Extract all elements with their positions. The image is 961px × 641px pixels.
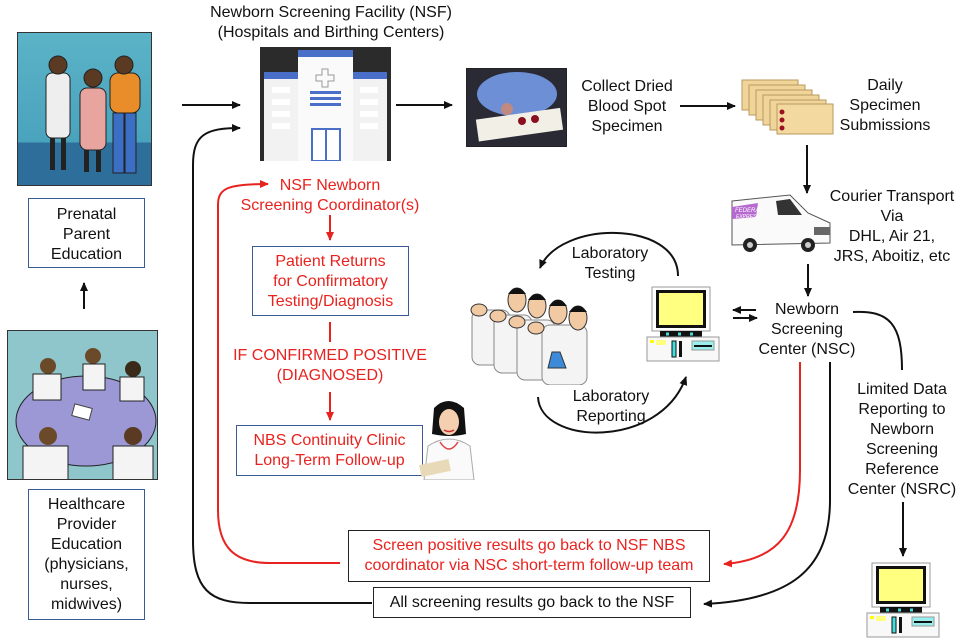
nsf-title: Newborn Screening Facility (NSF) (Hospit…	[195, 3, 467, 43]
confirmed-positive-label: IF CONFIRMED POSITIVE (DIAGNOSED)	[225, 346, 435, 386]
patient-returns-line2: for Confirmatory	[273, 273, 388, 290]
screen-positive-line2: coordinator via NSC short-term follow-up…	[364, 557, 694, 574]
patient-returns-line3: Testing/Diagnosis	[267, 293, 394, 310]
daily-submissions-label: Daily Specimen Submissions	[830, 76, 940, 136]
arrow-nsc-to-nsrc	[852, 310, 903, 371]
provider-line2: Provider	[56, 516, 117, 533]
blood-spot-collection-photo	[466, 68, 567, 147]
prenatal-line3: Education	[50, 246, 123, 263]
collect-line2: Blood Spot	[587, 98, 667, 115]
nsrc-line2: Reporting to	[858, 401, 946, 418]
nsrc-line6: Center (NSRC)	[847, 481, 957, 498]
coordinator-line2: Screening Coordinator(s)	[240, 197, 420, 214]
nsc-line3: Center (NSC)	[758, 341, 856, 358]
provider-line4: (physicians,	[44, 556, 129, 573]
daily-line3: Submissions	[839, 117, 931, 134]
arrow-laboratory-reporting	[537, 376, 688, 434]
all-results-label: All screening results go back to the NSF	[389, 594, 675, 611]
collect-line3: Specimen	[591, 118, 663, 135]
courier-line3: DHL, Air 21,	[848, 228, 936, 245]
arrow-all-results-to-nsf	[192, 124, 372, 604]
provider-meeting-image	[7, 330, 158, 480]
coordinator-line1: NSF Newborn	[279, 177, 381, 194]
continuity-line1: NBS Continuity Clinic	[253, 432, 406, 449]
nsc-line2: Screening	[770, 321, 844, 338]
courier-line2: Via	[880, 208, 904, 225]
lab-computer-icon	[646, 285, 721, 363]
meeting-illustration-icon	[15, 348, 157, 479]
continuity-line2: Long-Term Follow-up	[254, 452, 405, 469]
nsrc-label: Limited Data Reporting to Newborn Screen…	[840, 380, 961, 500]
nsf-title-line1: Newborn Screening Facility (NSF)	[210, 4, 452, 21]
provider-line3: Education	[50, 536, 123, 553]
lab-reporting-line1: Laboratory	[572, 388, 650, 405]
arrow-nsc-to-all-results	[703, 362, 831, 608]
prenatal-education-box: Prenatal Parent Education	[28, 198, 145, 268]
collect-line1: Collect Dried	[581, 78, 673, 95]
prenatal-line1: Prenatal	[56, 206, 117, 223]
laboratory-testing-label: Laboratory Testing	[560, 244, 660, 284]
laboratory-reporting-label: Laboratory Reporting	[561, 387, 661, 427]
prenatal-line2: Parent	[62, 226, 111, 243]
screen-positive-box: Screen positive results go back to NSF N…	[348, 530, 710, 582]
arrow-laboratory-testing	[539, 232, 679, 277]
provider-line5: nurses,	[60, 576, 113, 593]
collect-specimen-label: Collect Dried Blood Spot Specimen	[577, 77, 677, 137]
confirmed-line1: IF CONFIRMED POSITIVE	[233, 347, 427, 364]
nsf-coordinator-label: NSF Newborn Screening Coordinator(s)	[235, 176, 425, 216]
screen-positive-line1: Screen positive results go back to NSF N…	[372, 537, 686, 554]
courier-line4: JRS, Aboitiz, etc	[833, 248, 951, 265]
provider-education-box: Healthcare Provider Education (physician…	[28, 489, 145, 620]
nsrc-line5: Reference	[865, 461, 939, 478]
arrow-nsc-to-screen-positive	[723, 362, 801, 568]
prenatal-family-image	[17, 32, 152, 186]
patient-returns-box: Patient Returns for Confirmatory Testing…	[252, 246, 409, 316]
lab-scientists-image	[462, 280, 612, 385]
all-results-box: All screening results go back to the NSF	[373, 587, 691, 618]
nsrc-computer-icon	[866, 561, 941, 639]
family-illustration-icon	[45, 55, 141, 174]
arrow-screen-positive-to-coordinator	[217, 180, 340, 564]
van-logo-line2: EXPRESS	[736, 214, 760, 220]
confirmed-line2: (DIAGNOSED)	[276, 367, 384, 384]
nsrc-line3: Newborn	[869, 421, 935, 438]
courier-line1: Courier Transport	[829, 188, 955, 205]
patient-returns-line1: Patient Returns	[275, 253, 386, 270]
van-logo-line1: FEDERAL	[735, 208, 763, 214]
daily-line2: Specimen	[849, 97, 921, 114]
specimen-cards-icon	[740, 78, 836, 138]
lab-testing-line2: Testing	[584, 265, 636, 282]
lab-testing-line1: Laboratory	[571, 245, 649, 262]
nsc-line1: Newborn	[774, 301, 840, 318]
lab-reporting-line2: Reporting	[576, 408, 646, 425]
nsc-label: Newborn Screening Center (NSC)	[752, 300, 862, 360]
courier-van-image: FEDERAL EXPRESS	[728, 193, 834, 259]
nsrc-line4: Screening	[865, 441, 939, 458]
provider-line1: Healthcare	[47, 496, 126, 513]
daily-line1: Daily	[867, 77, 903, 94]
nurse-illustration-image	[418, 400, 480, 480]
continuity-clinic-box: NBS Continuity Clinic Long-Term Follow-u…	[236, 425, 423, 476]
nsrc-line1: Limited Data	[857, 381, 947, 398]
hospital-building-icon	[260, 47, 391, 161]
courier-transport-label: Courier Transport Via DHL, Air 21, JRS, …	[822, 187, 961, 267]
provider-line6: midwives)	[50, 596, 123, 613]
nsf-title-line2: (Hospitals and Birthing Centers)	[217, 24, 445, 41]
